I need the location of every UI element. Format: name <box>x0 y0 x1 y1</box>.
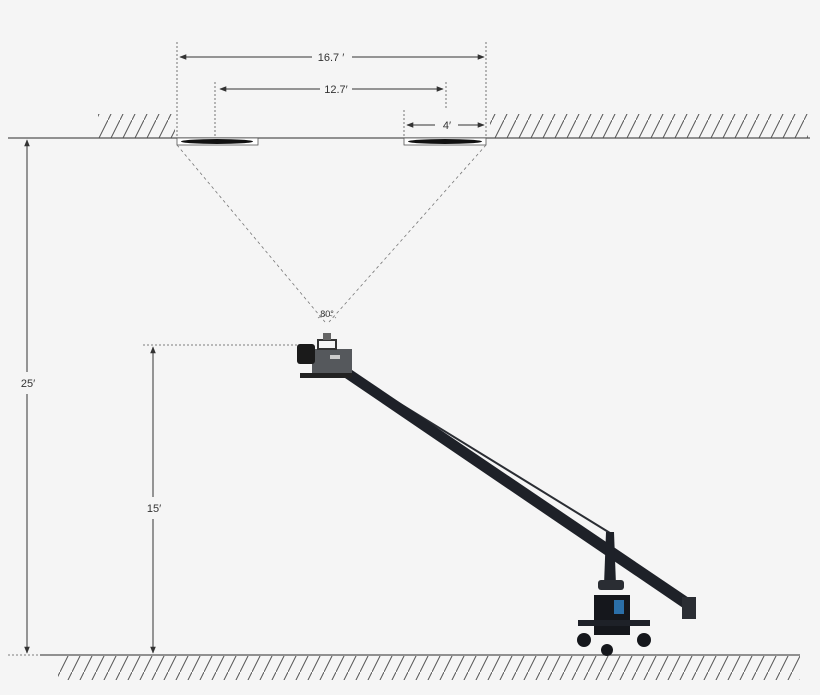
crane-boom <box>345 370 692 610</box>
dim-ceiling-height: 25′ <box>21 139 35 654</box>
ceiling-light-left <box>176 137 259 146</box>
light-center-span-label: 12.7′ <box>324 84 347 96</box>
camera-crane <box>297 333 696 656</box>
dolly-wheel <box>637 633 651 647</box>
dim-overall-span: 16.7 ′ <box>179 49 485 64</box>
ceiling-height-label: 25′ <box>21 378 35 390</box>
ceiling-light-right <box>403 137 487 146</box>
dim-camera-height: 15′ <box>147 346 161 654</box>
beam-cone <box>176 144 487 323</box>
ceiling <box>8 114 810 139</box>
floor <box>40 654 800 680</box>
ceiling-hatch-left <box>98 114 175 138</box>
crane-post <box>604 532 616 585</box>
counterweight <box>682 597 696 619</box>
extension-lines <box>8 42 487 656</box>
dolly-wheel <box>601 644 613 656</box>
dim-light-width: 4′ <box>406 120 485 132</box>
floor-hatch <box>58 656 800 680</box>
dim-light-center-span: 12.7′ <box>219 84 444 96</box>
overall-span-label: 16.7 ′ <box>318 52 345 64</box>
ceiling-hatch-right <box>490 114 808 138</box>
camera <box>297 333 352 378</box>
dolly-wheel <box>577 633 591 647</box>
dolly-base <box>594 595 630 635</box>
camera-height-label: 15′ <box>147 503 161 515</box>
beam-angle-label: 80° <box>320 309 334 319</box>
light-width-label: 4′ <box>443 120 451 132</box>
